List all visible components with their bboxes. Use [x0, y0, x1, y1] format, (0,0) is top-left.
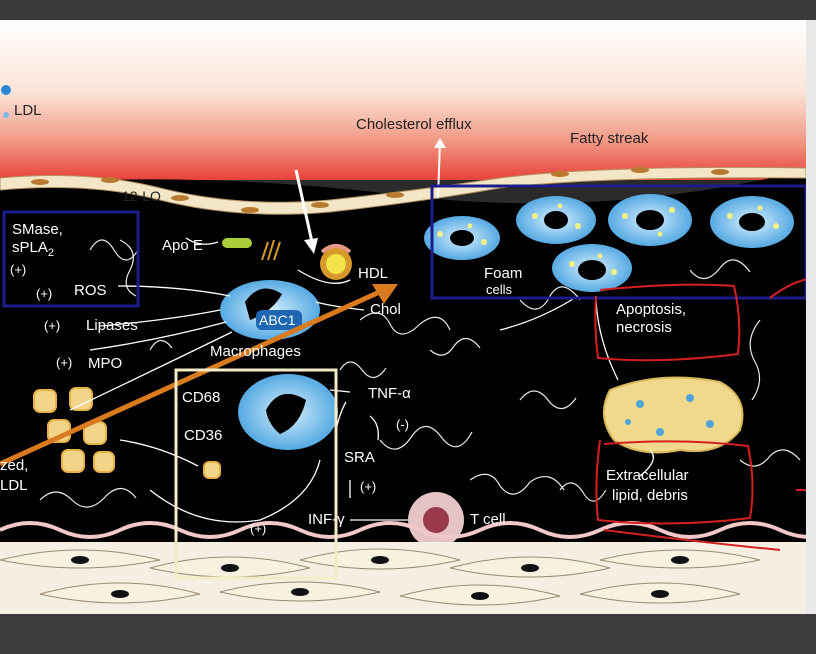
plus-ros-label: (+) [36, 286, 53, 301]
necrosis-label: necrosis [616, 319, 672, 336]
annotation-box-enzymes [2, 210, 140, 308]
tnf-label: TNF-α [368, 385, 411, 402]
macrophages-label: Macrophages [210, 343, 301, 360]
cd68-label: CD68 [182, 389, 221, 406]
fatty-streak-label: Fatty streak [570, 130, 649, 147]
extracellular-label: Extracellular [606, 467, 689, 484]
efflux-arrowhead [434, 138, 446, 148]
plus-sra-label: (+) [360, 479, 377, 494]
top-bar [0, 0, 816, 20]
ifn-gamma-label: INF-γ [308, 511, 345, 528]
ros-label: ROS [74, 282, 107, 299]
mpo-label: MPO [88, 355, 123, 372]
plus-bottom-label: (+) [250, 521, 267, 536]
ldl-particle [1, 85, 11, 95]
chol-label: Chol [370, 301, 401, 318]
hdl-label: HDL [358, 265, 389, 282]
endothelium [0, 166, 806, 215]
orange-arrowhead [372, 284, 398, 304]
internal-elastic-lamina [0, 521, 806, 539]
macrophage-nucleus [245, 288, 282, 320]
right-edge [806, 20, 816, 614]
abc1-label: ABC1 [259, 312, 296, 328]
pathway-arrows [69, 237, 654, 523]
apo-e-particle [222, 238, 252, 248]
necrotic-core [603, 376, 744, 454]
entry-arrow [294, 169, 314, 243]
t-cell-label: T cell [470, 511, 506, 528]
atherosclerosis-diagram [0, 20, 806, 614]
foam-cells-label-2: cells [486, 282, 513, 297]
vessel-lumen [0, 20, 806, 180]
oxidized-label: zed, [0, 457, 29, 474]
sra-label: SRA [344, 449, 375, 466]
cd36-label: CD36 [184, 427, 223, 444]
plus-lipases-label: (+) [44, 318, 61, 333]
endothelial-nuclei [31, 167, 729, 213]
spla2-text: sPLA [12, 239, 48, 256]
plus-label: (+) [10, 262, 27, 277]
12lo-label: 12-LO [122, 188, 161, 204]
smase-label: SMase, [12, 221, 63, 238]
foam-cells [424, 194, 794, 292]
annotation-box-foam-cells [430, 184, 806, 300]
apoptosis-label: Apoptosis, [616, 301, 687, 318]
apo-e-label: Apo E [162, 237, 203, 254]
t-cell-nucleus [423, 507, 449, 533]
ldl-particle [3, 112, 9, 118]
minus-label: (-) [396, 417, 409, 432]
lipases-label: Lipases [86, 317, 138, 334]
plus-mpo-label: (+) [56, 355, 73, 370]
orange-pointer-arrow [0, 287, 386, 467]
efflux-arrow [437, 141, 441, 199]
abc1-label-box [256, 310, 302, 330]
spla2-subscript: 2 [47, 247, 54, 259]
scavenger-macrophage-nucleus [266, 393, 306, 434]
hdl-particle-core [326, 254, 346, 274]
lipid-debris-label: lipid, debris [612, 487, 688, 504]
red-annotations [594, 278, 806, 551]
entry-arrowhead [304, 238, 318, 254]
cholesterol-efflux-label: Cholesterol efflux [356, 116, 472, 133]
spla2-label: sPLA2 [12, 240, 54, 259]
receptor-icon [261, 239, 281, 261]
foam-cells-label: Foam [484, 265, 523, 282]
smooth-muscle-nuclei [71, 556, 689, 600]
oxidized-ldl-label: LDL [0, 477, 28, 494]
highlight-box-receptors [174, 368, 338, 580]
bottom-bar [0, 614, 816, 654]
ldl-label: LDL [14, 102, 42, 119]
matrix-fibers [39, 239, 801, 508]
hdl-cap [320, 244, 352, 254]
